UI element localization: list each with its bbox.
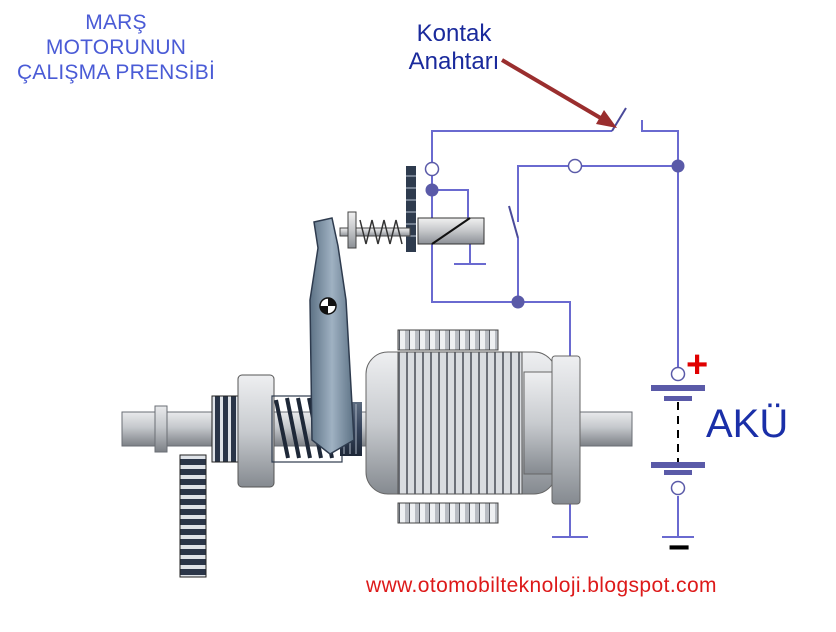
field-coil-top [397, 329, 499, 351]
switch-label-line-2: Anahtarı [408, 48, 500, 75]
junction-dots [425, 159, 685, 309]
shift-lever [309, 217, 355, 455]
battery-positive-sign: + [686, 344, 709, 386]
website-url: www.otomobilteknoloji.blogspot.com [366, 574, 717, 597]
terminal-circles [424, 158, 686, 496]
motor-housing [365, 351, 581, 505]
ignition-switch-blade [611, 107, 627, 132]
title-line-2: MOTORUNUN [45, 36, 187, 59]
relay-contact-switch [508, 205, 519, 239]
battery-negative-sign: − [668, 527, 691, 569]
diagram-title: MARŞ MOTORUNUN ÇALIŞMA PRENSİBİ [0, 10, 232, 85]
overrunning-clutch [237, 374, 275, 488]
flywheel-ring-gear [179, 454, 207, 578]
title-line-3: ÇALIŞMA PRENSİBİ [16, 61, 216, 84]
ignition-switch-label: Kontak Anahtarı [372, 20, 536, 76]
title-line-1: MARŞ [85, 11, 147, 34]
battery-symbol [651, 385, 705, 475]
field-coil-bottom [397, 502, 499, 524]
switch-pointer-arrow [500, 58, 617, 128]
solenoid [339, 166, 485, 252]
switch-label-line-1: Kontak [416, 20, 492, 47]
battery-label: AKÜ [706, 402, 789, 446]
